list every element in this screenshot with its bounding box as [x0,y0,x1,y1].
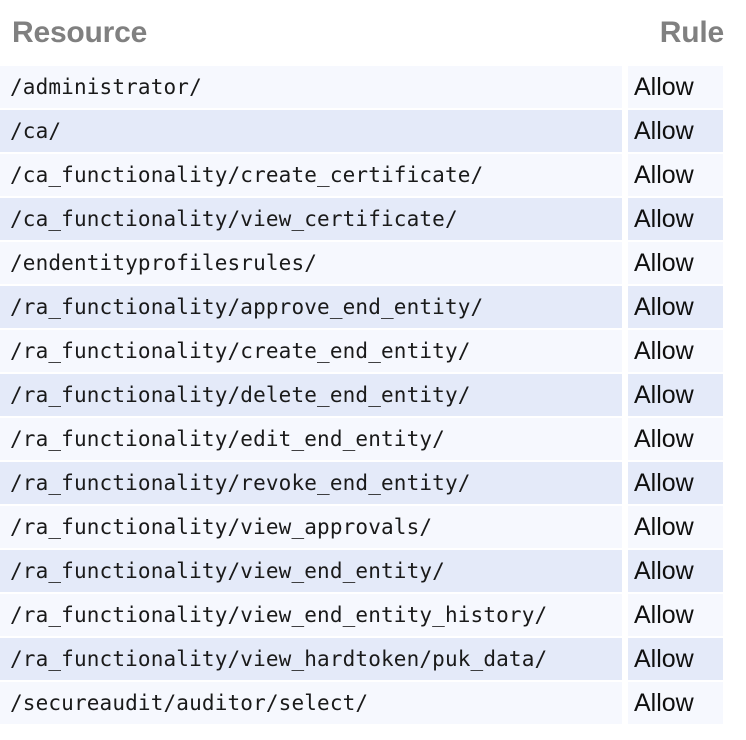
cell-resource: /ra_functionality/approve_end_entity/ [0,286,622,328]
cell-rule: Allow [628,242,723,284]
cell-resource: /secureaudit/auditor/select/ [0,682,622,724]
cell-rule: Allow [628,550,723,592]
table-row: /administrator/Allow [0,66,746,110]
cell-resource: /administrator/ [0,66,622,108]
cell-rule: Allow [628,638,723,680]
table-row: /ra_functionality/edit_end_entity/Allow [0,418,746,462]
table-row: /ra_functionality/delete_end_entity/Allo… [0,374,746,418]
table-row: /ra_functionality/view_approvals/Allow [0,506,746,550]
cell-rule: Allow [628,286,723,328]
cell-rule: Allow [628,506,723,548]
cell-rule: Allow [628,682,723,724]
table-row: /ra_functionality/approve_end_entity/All… [0,286,746,330]
table-row: /ca_functionality/view_certificate/Allow [0,198,746,242]
cell-rule: Allow [628,330,723,372]
table-row: /ca/Allow [0,110,746,154]
cell-resource: /ca_functionality/view_certificate/ [0,198,622,240]
cell-resource: /ra_functionality/view_hardtoken/puk_dat… [0,638,622,680]
table-row: /endentityprofilesrules/Allow [0,242,746,286]
cell-resource: /ra_functionality/view_approvals/ [0,506,622,548]
table-row: /ra_functionality/create_end_entity/Allo… [0,330,746,374]
cell-rule: Allow [628,110,723,152]
table-row: /ra_functionality/view_hardtoken/puk_dat… [0,638,746,682]
cell-resource: /endentityprofilesrules/ [0,242,622,284]
table-row: /ra_functionality/view_end_entity_histor… [0,594,746,638]
cell-rule: Allow [628,594,723,636]
table-row: /ca_functionality/create_certificate/All… [0,154,746,198]
cell-rule: Allow [628,198,723,240]
cell-resource: /ra_functionality/delete_end_entity/ [0,374,622,416]
cell-resource: /ra_functionality/revoke_end_entity/ [0,462,622,504]
table-header-row: Resource Rule [0,0,746,66]
column-header-resource: Resource [12,16,148,49]
table-row: /ra_functionality/view_end_entity/Allow [0,550,746,594]
cell-resource: /ra_functionality/view_end_entity/ [0,550,622,592]
cell-rule: Allow [628,154,723,196]
cell-rule: Allow [628,374,723,416]
table-row: /ra_functionality/revoke_end_entity/Allo… [0,462,746,506]
cell-resource: /ca/ [0,110,622,152]
cell-rule: Allow [628,418,723,460]
cell-resource: /ra_functionality/view_end_entity_histor… [0,594,622,636]
cell-rule: Allow [628,66,723,108]
cell-resource: /ca_functionality/create_certificate/ [0,154,622,196]
column-header-rule: Rule [659,16,724,49]
table-body: /administrator/Allow/ca/Allow/ca_functio… [0,66,746,726]
cell-resource: /ra_functionality/create_end_entity/ [0,330,622,372]
cell-rule: Allow [628,462,723,504]
cell-resource: /ra_functionality/edit_end_entity/ [0,418,622,460]
table-row: /secureaudit/auditor/select/Allow [0,682,746,726]
